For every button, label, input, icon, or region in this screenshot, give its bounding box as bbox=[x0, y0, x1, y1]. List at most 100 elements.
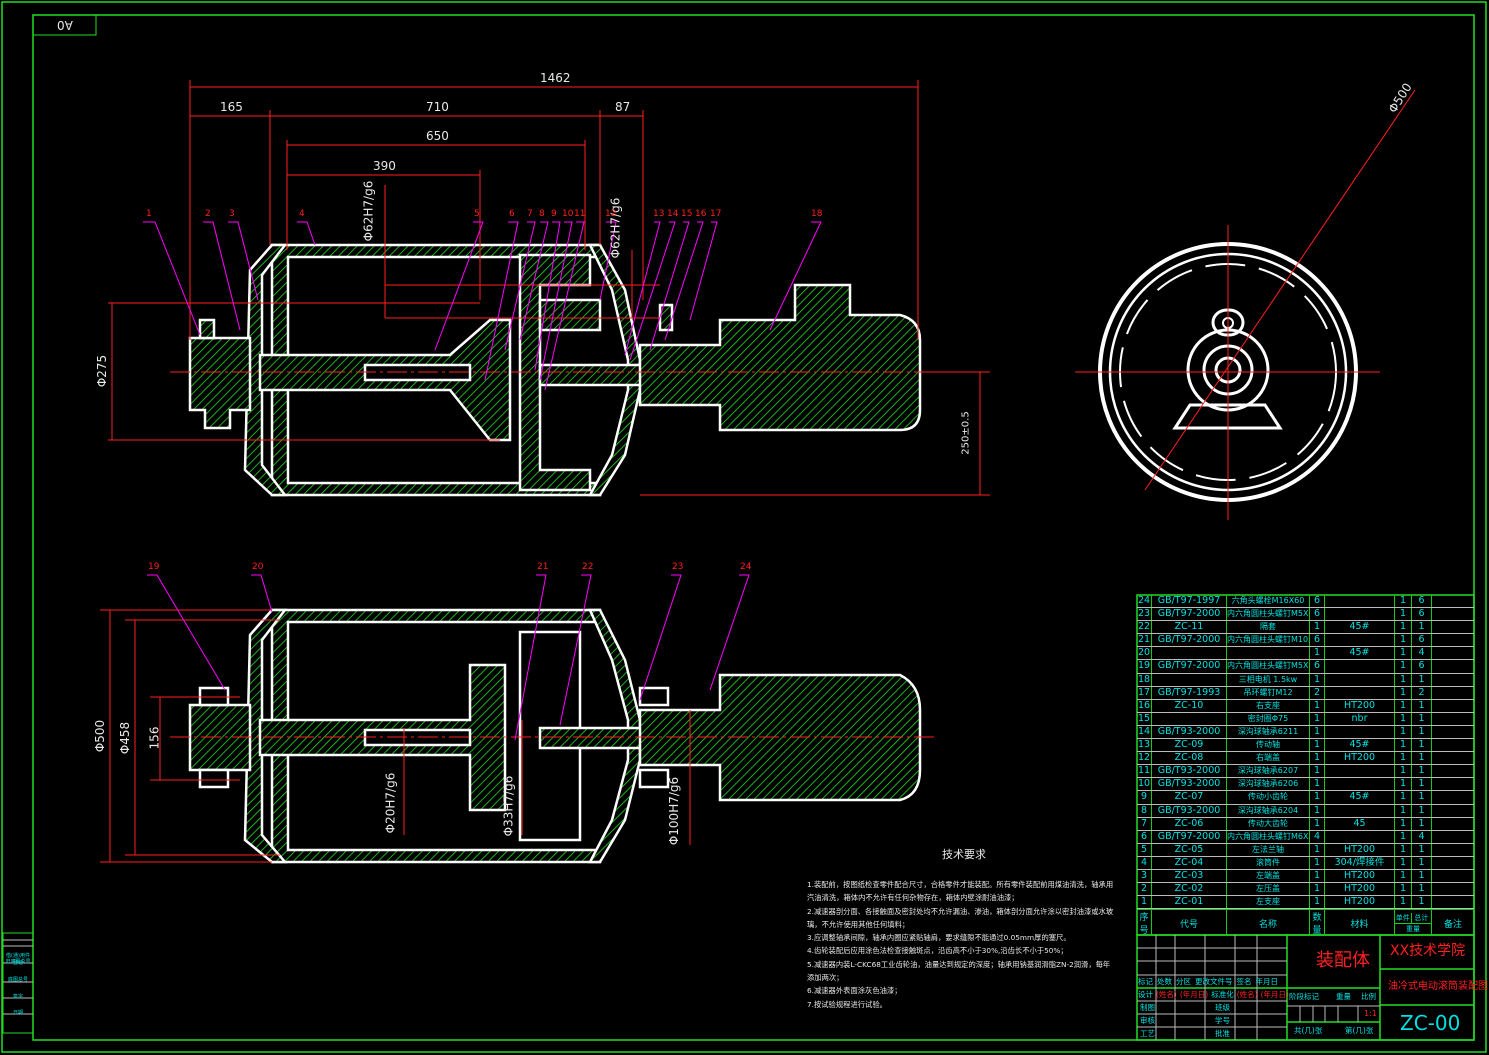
table-cell: HT200 bbox=[1325, 869, 1395, 883]
table-cell: 1 bbox=[1310, 725, 1325, 739]
drawing-title: 油冷式电动滚筒装配图 bbox=[1388, 981, 1488, 992]
table-cell: 传动大齿轮 bbox=[1227, 817, 1310, 830]
header-material: 材料 bbox=[1325, 910, 1395, 936]
table-cell: 1 bbox=[1412, 896, 1432, 909]
table-cell bbox=[1432, 674, 1474, 686]
drawing-type: 装配体 bbox=[1316, 950, 1370, 971]
table-cell: GB/T97-2000 bbox=[1152, 660, 1227, 673]
revision-header: 更改文件号 bbox=[1195, 977, 1233, 986]
table-cell: 三相电机 1.5kw bbox=[1227, 673, 1310, 686]
table-cell bbox=[1432, 778, 1474, 790]
dim-fit-100: Φ100H7/g6 bbox=[667, 776, 682, 846]
balloon: 18 bbox=[811, 209, 823, 219]
table-cell: 吊环螺钉M12 bbox=[1227, 686, 1310, 699]
table-cell: 18 bbox=[1137, 673, 1152, 686]
tech-req-item: 1.装配前，按图纸检查零件配合尺寸，合格零件才能装配。所有零件装配前用煤油清洗，… bbox=[807, 880, 1114, 903]
table-cell: ZC-02 bbox=[1152, 883, 1227, 896]
table-cell: 45# bbox=[1325, 791, 1395, 804]
tech-req-item: 5.减速器内装L-CKC68工业齿轮油，油量达到规定的深度；轴承用钠基润滑脂ZN… bbox=[807, 959, 1111, 983]
table-cell bbox=[1432, 687, 1474, 699]
scale-value: 1:1 bbox=[1364, 1009, 1377, 1018]
table-cell: 15 bbox=[1137, 712, 1152, 725]
label-class: 班级 bbox=[1215, 1003, 1230, 1012]
table-cell: 1 bbox=[1395, 778, 1412, 791]
table-cell bbox=[1432, 700, 1474, 712]
table-cell: 12 bbox=[1137, 752, 1152, 765]
school-name: XX技术学院 bbox=[1390, 943, 1466, 959]
table-cell: 1 bbox=[1310, 647, 1325, 660]
balloon: 9 bbox=[551, 209, 557, 219]
table-cell: 1 bbox=[1395, 765, 1412, 778]
table-cell: 1 bbox=[1395, 595, 1412, 608]
table-cell: 6 bbox=[1310, 660, 1325, 673]
table-cell: 13 bbox=[1137, 739, 1152, 752]
table-cell: 1 bbox=[1395, 739, 1412, 752]
stage-label: 阶段标记 bbox=[1289, 992, 1319, 1001]
dim-dia: Φ275 bbox=[95, 354, 110, 388]
tech-req-item: 3.应调整轴承间隙，轴承内圈应紧贴轴肩，要求缝隙不能通过0.05mm厚的塞尺。 bbox=[807, 933, 1071, 943]
table-cell: 1 bbox=[1412, 883, 1432, 896]
table-cell: 1 bbox=[1412, 739, 1432, 752]
table-cell bbox=[1325, 634, 1395, 647]
table-cell: 1 bbox=[1412, 843, 1432, 856]
header-name: 名称 bbox=[1227, 910, 1310, 936]
table-cell: GB/T97-2000 bbox=[1152, 634, 1227, 647]
balloon: 3 bbox=[229, 209, 235, 219]
dim-fit-a: Φ62H7/g6 bbox=[361, 180, 376, 242]
table-cell: 1 bbox=[1412, 765, 1432, 778]
table-cell bbox=[1227, 647, 1310, 660]
sheet-no: 第(几)张 bbox=[1345, 1026, 1374, 1035]
table-cell: 8 bbox=[1137, 804, 1152, 817]
table-cell: 304/焊接件 bbox=[1325, 856, 1395, 869]
parts-list-header: 序号 代号 名称 数量 材料 单件总计 重量 备注 bbox=[1137, 909, 1474, 936]
table-cell: ZC-07 bbox=[1152, 791, 1227, 804]
dim-fit-20: Φ20H7/g6 bbox=[383, 772, 398, 834]
table-cell: 左支座 bbox=[1227, 896, 1310, 909]
balloon: 2 bbox=[205, 209, 211, 219]
table-cell: 20 bbox=[1137, 647, 1152, 660]
table-cell: 1 bbox=[1310, 804, 1325, 817]
table-cell: 1 bbox=[1395, 791, 1412, 804]
table-cell: 1 bbox=[1395, 817, 1412, 830]
balloon: 1 bbox=[146, 209, 152, 219]
header-remark: 备注 bbox=[1443, 919, 1462, 930]
table-cell: 6 bbox=[1310, 608, 1325, 621]
table-cell: 传动轴 bbox=[1227, 739, 1310, 752]
table-cell: 右支座 bbox=[1227, 699, 1310, 712]
table-cell bbox=[1432, 791, 1474, 803]
tech-req-item: 2.减速器剖分面、各接触面及密封处均不允许漏油、渗油，箱体剖分面允许涂以密封油漆… bbox=[807, 906, 1114, 929]
table-cell: 左法兰轴 bbox=[1227, 843, 1310, 856]
table-cell: 1 bbox=[1137, 896, 1152, 909]
balloon: 11 bbox=[574, 209, 586, 219]
balloon: 6 bbox=[509, 209, 515, 219]
weight-label: 重量 bbox=[1336, 992, 1351, 1001]
balloon: 21 bbox=[537, 562, 549, 572]
tech-req-item: 7.按试验规程进行试验。 bbox=[807, 999, 887, 1009]
balloon: 14 bbox=[667, 209, 679, 219]
table-cell: 1 bbox=[1310, 883, 1325, 896]
size-box bbox=[32, 14, 97, 36]
table-cell: 深沟球轴承6211 bbox=[1227, 725, 1310, 739]
table-cell bbox=[1325, 778, 1395, 791]
balloon: 17 bbox=[710, 209, 722, 219]
table-cell: 内六角圆柱头螺钉M5X40 bbox=[1227, 608, 1310, 621]
table-cell: HT200 bbox=[1325, 883, 1395, 896]
table-cell: 6 bbox=[1310, 634, 1325, 647]
table-cell: 4 bbox=[1137, 856, 1152, 869]
table-cell bbox=[1432, 634, 1474, 646]
table-cell: 1 bbox=[1395, 634, 1412, 647]
tech-req-list: 1.装配前，按图纸检查零件配合尺寸，合格零件才能装配。所有零件装配前用煤油清洗，… bbox=[807, 878, 1117, 1011]
table-cell: 1 bbox=[1412, 673, 1432, 686]
balloon: 16 bbox=[695, 209, 707, 219]
table-cell: 4 bbox=[1412, 830, 1432, 843]
table-cell: HT200 bbox=[1325, 699, 1395, 712]
balloon: 13 bbox=[653, 209, 665, 219]
